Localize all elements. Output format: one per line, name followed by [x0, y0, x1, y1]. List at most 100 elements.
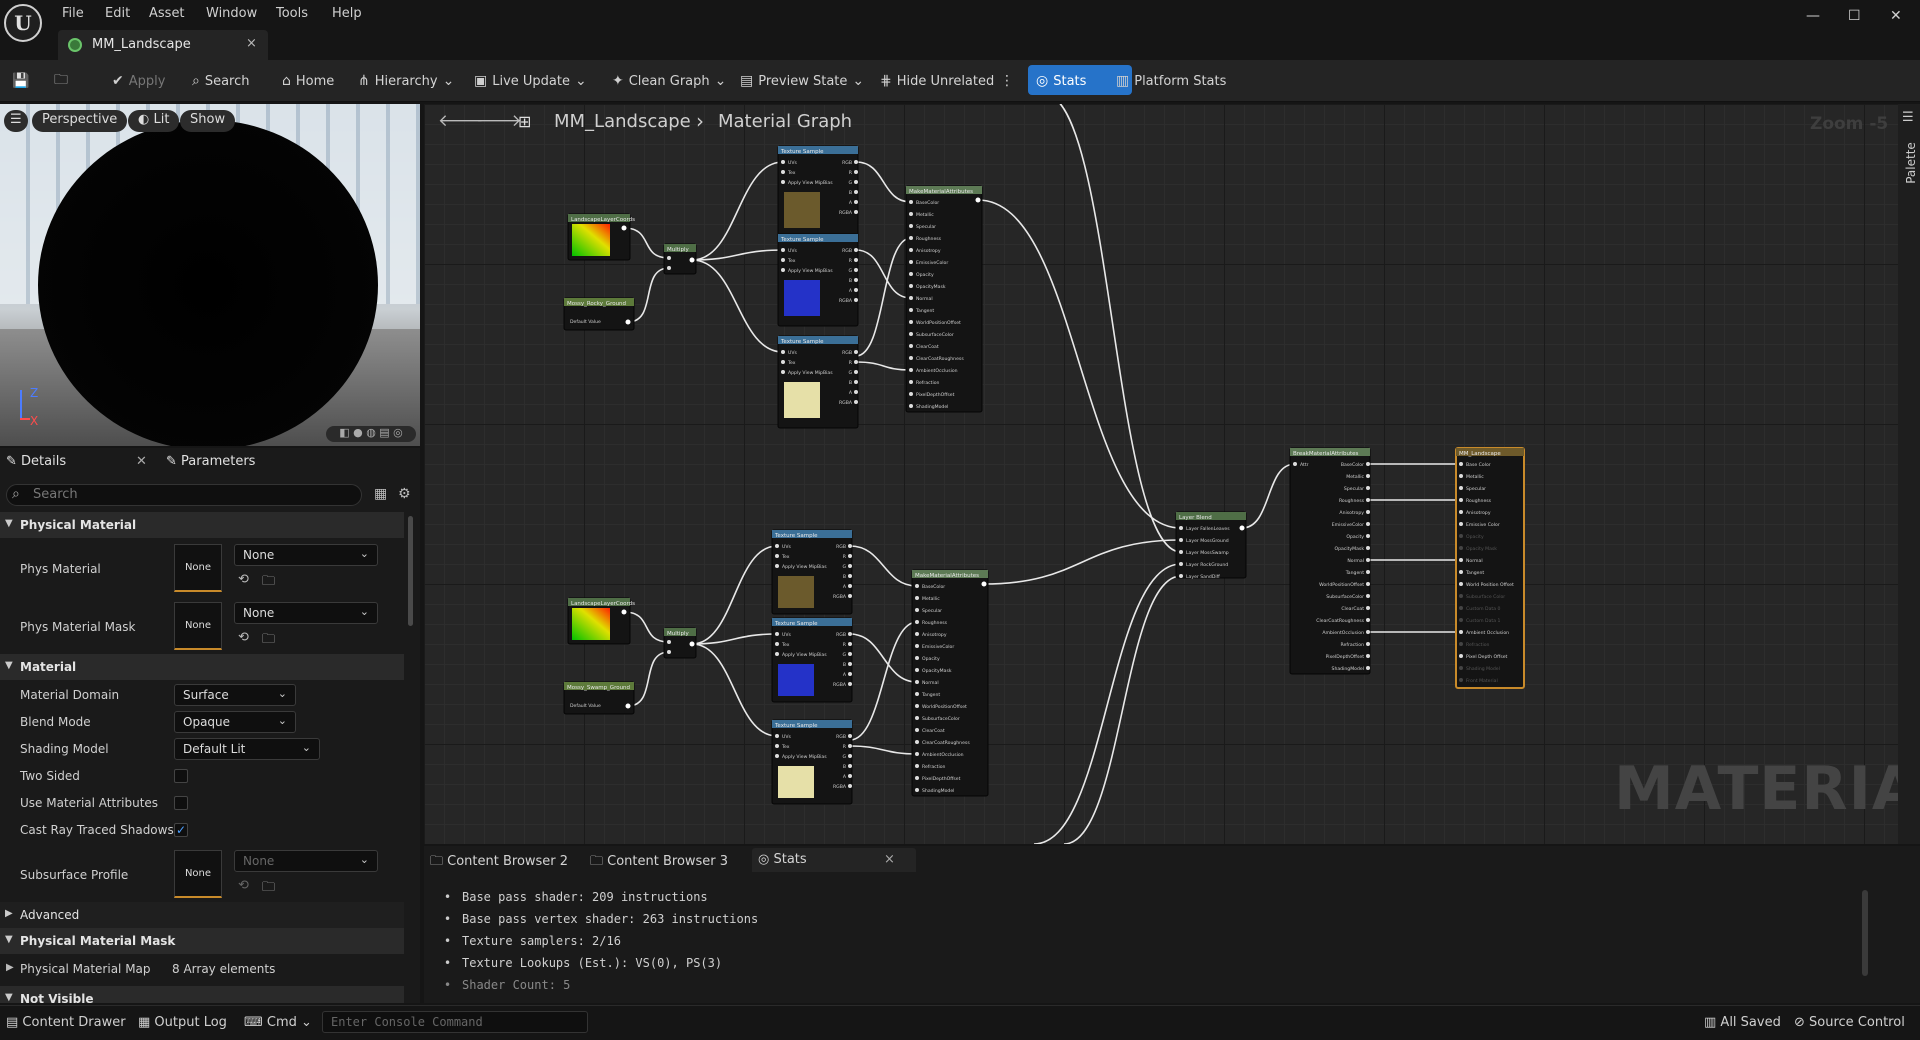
menu-tools[interactable]: Tools	[276, 6, 308, 21]
live-update-button[interactable]: ▣Live Update⌄	[474, 71, 587, 91]
viewport-menu-icon[interactable]: ☰	[4, 110, 28, 132]
stats-scrollbar[interactable]	[1862, 890, 1868, 976]
home-button[interactable]: ⌂Home	[282, 71, 334, 91]
console-input[interactable]: Enter Console Command	[322, 1011, 588, 1033]
browse-folder-icon[interactable]: 🗀	[262, 572, 275, 594]
toolbar: 💾 🗀 ✔Apply ⌕Search ⌂Home ⋔Hierarchy⌄ ▣Li…	[0, 60, 1920, 102]
hide-unrelated-button[interactable]: ⋕Hide Unrelated	[880, 71, 994, 91]
category-material[interactable]: ▼Material	[0, 654, 404, 680]
subsurface-profile-dropdown[interactable]: None⌄	[234, 850, 378, 872]
node-break-material-attributes-pin-label: AmbientOcclusion	[1322, 630, 1364, 636]
gear-icon[interactable]: ⚙	[398, 486, 411, 502]
bullet: •	[444, 978, 451, 992]
node-result-pin-label: Base Color	[1466, 462, 1491, 468]
palette-sidebar[interactable]: ☰ Palette	[1898, 104, 1920, 844]
node-make-material-attributes-pin	[909, 404, 913, 408]
node-texture-sample-normal-pin	[775, 632, 779, 636]
tab-content-browser-3[interactable]: 🗀 Content Browser 3	[590, 852, 728, 874]
subsurface-profile-thumbnail[interactable]: None	[174, 850, 222, 898]
browse-folder-icon[interactable]: 🗀	[262, 630, 275, 652]
graph-wire	[692, 260, 783, 352]
phys-material-thumbnail[interactable]: None	[174, 544, 222, 592]
reset-arrow-icon[interactable]: ⟲	[238, 572, 249, 587]
minimize-icon[interactable]: —	[1806, 8, 1820, 24]
more-options-icon[interactable]: ⋮	[1000, 71, 1014, 91]
tab-parameters[interactable]: ✎ Parameters	[166, 448, 255, 476]
source-control-button[interactable]: ⊘ Source Control	[1794, 1015, 1905, 1030]
node-texture-sample-normal-pin	[781, 248, 785, 252]
node-make-material-attributes-pin-label: Anisotropy	[922, 632, 947, 638]
all-saved-button[interactable]: ▥ All Saved	[1704, 1015, 1781, 1030]
details-scrollbar[interactable]	[408, 516, 413, 626]
node-texture-sample-diffuse-pin-label: Apply View MipBias	[782, 564, 827, 570]
menu-edit[interactable]: Edit	[105, 6, 130, 21]
node-texture-sample-normal-pin	[848, 682, 852, 686]
details-search-input[interactable]: Search	[6, 484, 362, 506]
menu-help[interactable]: Help	[332, 6, 362, 21]
search-button[interactable]: ⌕Search	[192, 71, 250, 91]
hierarchy-button[interactable]: ⋔Hierarchy⌄	[358, 71, 454, 91]
use-material-attributes-checkbox[interactable]	[174, 796, 188, 810]
browse-icon[interactable]: 🗀	[54, 71, 68, 91]
node-result-pin-label: World Position Offset	[1466, 582, 1514, 588]
material-graph-canvas[interactable]: 🡐 🡒 ⊞ MM_Landscape › Material Graph Zoom…	[424, 104, 1920, 844]
show-button[interactable]: Show	[180, 110, 235, 132]
palette-tab[interactable]: Palette	[1904, 142, 1918, 184]
preview-viewport[interactable]: ☰ Perspective ◐ Lit Show Z X ◧ ● ◍ ▤ ◎	[0, 104, 420, 446]
phys-material-mask-thumbnail[interactable]: None	[174, 602, 222, 650]
close-stats-icon[interactable]: ×	[884, 852, 895, 867]
save-icon[interactable]: 💾	[12, 71, 29, 91]
node-texture-sample-roughness-pin-label: G	[848, 370, 852, 376]
menu-file[interactable]: File	[62, 6, 84, 21]
tab-content-browser-2[interactable]: 🗀 Content Browser 2	[430, 852, 568, 874]
close-window-icon[interactable]: ✕	[1890, 8, 1902, 24]
node-result-pin	[1459, 654, 1463, 658]
two-sided-checkbox[interactable]	[174, 769, 188, 783]
node-texture-sample-diffuse-pin-label: B	[849, 190, 852, 196]
reset-arrow-icon[interactable]: ⟲	[238, 630, 249, 645]
clean-graph-button[interactable]: ✦Clean Graph⌄	[612, 71, 726, 91]
node-make-material-attributes-pin	[909, 296, 913, 300]
node-result-pin-label: Specular	[1466, 486, 1486, 492]
tab-details[interactable]: ✎ Details✕	[6, 448, 66, 476]
chevron-down-icon: ⌄	[715, 73, 727, 89]
menu-asset[interactable]: Asset	[149, 6, 185, 21]
stats-button-label[interactable]: ◎Stats	[1036, 71, 1086, 91]
close-tab-icon[interactable]: ×	[246, 36, 257, 51]
node-texture-sample-normal-pin-label: RGBA	[833, 682, 847, 688]
content-drawer-button[interactable]: ▤ Content Drawer	[6, 1015, 126, 1030]
category-advanced[interactable]: ▶Advanced	[0, 902, 404, 928]
apply-button[interactable]: ✔Apply	[112, 71, 165, 91]
menu-window[interactable]: Window	[206, 6, 257, 21]
node-texture-sample-roughness-preview	[784, 382, 820, 418]
platform-stats-button[interactable]: ▥Platform Stats	[1116, 71, 1226, 91]
unreal-engine-logo[interactable]: U	[4, 4, 42, 42]
output-log-button[interactable]: ▦ Output Log	[138, 1015, 227, 1030]
preview-shape-buttons[interactable]: ◧ ● ◍ ▤ ◎	[326, 426, 416, 442]
shading-model-dropdown[interactable]: Default Lit⌄	[174, 738, 320, 760]
material-domain-dropdown[interactable]: Surface⌄	[174, 684, 296, 706]
blend-mode-dropdown[interactable]: Opaque⌄	[174, 711, 296, 733]
reset-arrow-icon[interactable]: ⟲	[238, 878, 249, 893]
cmd-button[interactable]: ⌨ Cmd ⌄	[244, 1015, 312, 1030]
category-not-visible[interactable]: ▼Not Visible	[0, 986, 404, 1003]
node-texture-sample-roughness-pin-label: G	[842, 754, 846, 760]
expand-arrow-icon[interactable]: ▶	[6, 962, 14, 973]
node-texture-sample-roughness-pin	[781, 370, 785, 374]
preview-state-button[interactable]: ▤Preview State⌄	[740, 71, 864, 91]
close-details-icon[interactable]: ✕	[136, 454, 147, 469]
document-tab[interactable]: MM_Landscape ×	[58, 30, 268, 60]
node-make-material-attributes-pin	[915, 764, 919, 768]
phys-material-dropdown[interactable]: None⌄	[234, 544, 378, 566]
category-physical-material[interactable]: ▼Physical Material	[0, 512, 404, 538]
node-break-material-attributes-pin-label: Opacity	[1346, 534, 1364, 540]
perspective-button[interactable]: Perspective	[32, 110, 127, 132]
phys-material-mask-dropdown[interactable]: None⌄	[234, 602, 378, 624]
table-view-icon[interactable]: ▦	[374, 486, 387, 502]
palette-menu-icon[interactable]: ☰	[1902, 110, 1914, 125]
category-physical-material-mask[interactable]: ▼Physical Material Mask	[0, 928, 404, 954]
maximize-icon[interactable]: ☐	[1848, 8, 1861, 24]
lit-button[interactable]: ◐ Lit	[128, 110, 179, 132]
cast-ray-traced-shadows-checkbox[interactable]: ✓	[174, 823, 188, 837]
browse-folder-icon[interactable]: 🗀	[262, 878, 275, 900]
